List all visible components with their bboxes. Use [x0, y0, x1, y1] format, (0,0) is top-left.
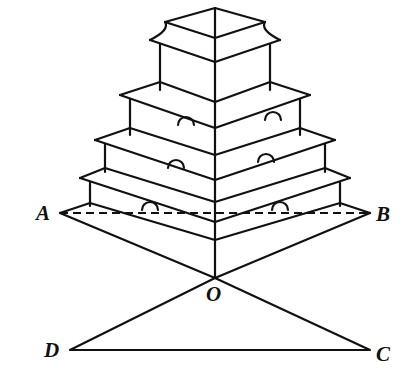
point-label: O	[206, 284, 221, 305]
roof-slope	[95, 128, 335, 140]
roof-edge	[120, 95, 310, 128]
window	[178, 112, 281, 125]
window	[142, 202, 288, 210]
triangle-odc	[70, 278, 370, 350]
roof-edge	[80, 178, 350, 222]
roof-slope	[120, 82, 310, 95]
roof-edge	[95, 140, 335, 180]
roof-line	[130, 128, 300, 155]
point-label: D	[44, 340, 59, 361]
dashed-line-ab	[60, 212, 370, 214]
wall	[105, 144, 325, 172]
wall	[90, 182, 340, 206]
wall	[130, 99, 300, 135]
base-edge	[60, 213, 370, 278]
window	[168, 154, 274, 168]
center-ridge	[214, 8, 216, 278]
point-label: A	[36, 203, 50, 224]
point-label: B	[376, 204, 390, 225]
roof-line	[90, 203, 340, 240]
wall	[160, 44, 270, 90]
roof-line	[160, 82, 270, 102]
point-label: C	[376, 344, 390, 365]
roof-line	[105, 168, 325, 202]
